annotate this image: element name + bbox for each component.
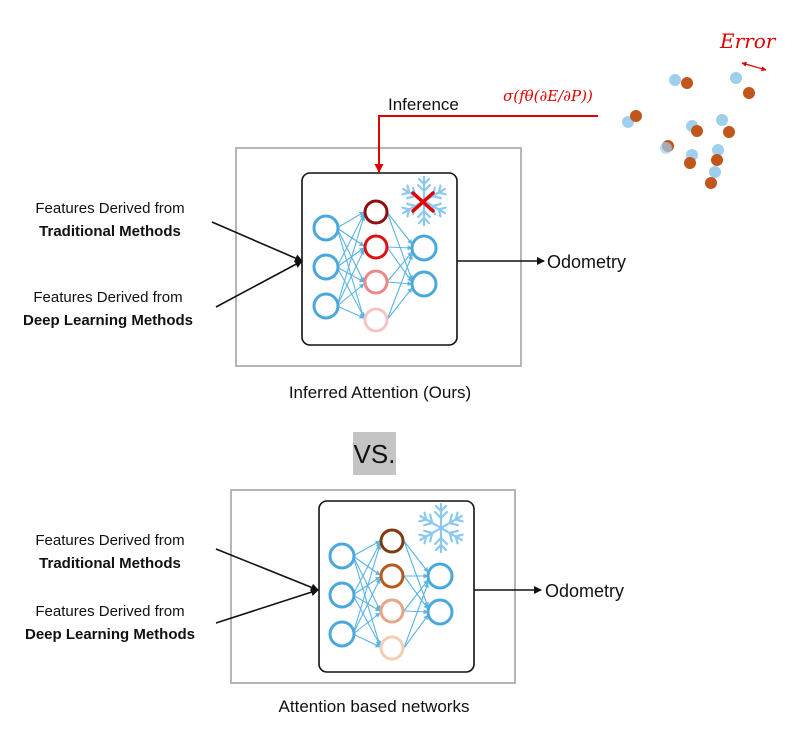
point-pairs <box>622 72 755 189</box>
estimated-point <box>716 114 728 126</box>
bottom-output-neuron <box>426 598 454 626</box>
error-point-cloud: Error <box>622 29 777 189</box>
inference-label: Inference <box>388 95 459 114</box>
snowflake-icon <box>399 175 449 227</box>
inference-arrow <box>374 115 598 173</box>
top-input-neuron <box>312 292 340 320</box>
bottom-input-arrow <box>215 548 319 592</box>
reference-point <box>681 77 693 89</box>
inference-feedback: Inference σ(fθ(∂E/∂P)) <box>374 87 598 173</box>
estimated-point <box>730 72 742 84</box>
bottom-attention-neuron <box>379 598 405 624</box>
top-attention-neuron <box>363 199 389 225</box>
top-panel-caption: Inferred Attention (Ours) <box>289 383 471 402</box>
top-input-traditional-line1: Features Derived from <box>35 200 184 217</box>
reference-point <box>723 126 735 138</box>
bottom-attention-neuron <box>379 635 405 661</box>
bottom-input-neuron <box>328 542 356 570</box>
top-input-neuron <box>312 253 340 281</box>
top-attention-neuron <box>363 307 389 333</box>
bottom-input-arrow <box>215 588 319 624</box>
reference-point <box>691 125 703 137</box>
bottom-input-neuron <box>328 620 356 648</box>
top-panel: Features Derived from Traditional Method… <box>23 147 626 402</box>
bottom-input-deep-line1: Features Derived from <box>35 603 184 620</box>
top-edges-input-hidden <box>336 211 366 320</box>
error-label: Error <box>719 29 777 53</box>
bottom-panel: Features Derived from Traditional Method… <box>25 489 624 716</box>
bottom-attention-neuron <box>379 563 405 589</box>
bottom-output-neuron <box>426 562 454 590</box>
estimated-point <box>660 142 672 154</box>
bottom-output-label: Odometry <box>545 581 624 601</box>
top-input-deep-line2: Deep Learning Methods <box>23 312 193 329</box>
error-double-arrow <box>741 61 767 72</box>
top-input-neuron <box>312 214 340 242</box>
top-edges-hidden-output <box>386 211 413 321</box>
reference-point <box>743 87 755 99</box>
bottom-attention-neuron <box>379 528 405 554</box>
top-output-neuron <box>410 234 438 262</box>
estimated-point <box>709 166 721 178</box>
top-input-arrow <box>215 260 303 308</box>
top-output-label: Odometry <box>547 252 626 272</box>
reference-point <box>705 177 717 189</box>
bottom-panel-frame <box>230 489 516 684</box>
bottom-panel-caption: Attention based networks <box>279 697 470 716</box>
top-input-traditional-line2: Traditional Methods <box>39 223 181 240</box>
bottom-input-deep-line2: Deep Learning Methods <box>25 626 195 643</box>
reference-point <box>711 154 723 166</box>
bottom-edges-input-hidden <box>352 540 382 648</box>
bottom-input-neuron <box>328 581 356 609</box>
bottom-input-traditional-line1: Features Derived from <box>35 532 184 549</box>
estimated-point <box>712 144 724 156</box>
top-attention-neuron <box>363 269 389 295</box>
red-cross-icon <box>411 191 435 213</box>
top-input-arrow <box>211 221 303 262</box>
top-attention-neuron <box>363 234 389 260</box>
reference-point <box>630 110 642 122</box>
bottom-input-traditional-line2: Traditional Methods <box>39 555 181 572</box>
reference-point <box>684 157 696 169</box>
vs-label: VS. <box>354 439 396 469</box>
top-input-deep-line1: Features Derived from <box>33 289 182 306</box>
estimated-point <box>669 74 681 86</box>
top-output-neuron <box>410 270 438 298</box>
vs-background <box>353 432 396 475</box>
attention-formula: σ(fθ(∂E/∂P)) <box>503 87 593 105</box>
bottom-edges-hidden-output <box>403 540 429 649</box>
vs-separator: VS. <box>353 432 396 475</box>
